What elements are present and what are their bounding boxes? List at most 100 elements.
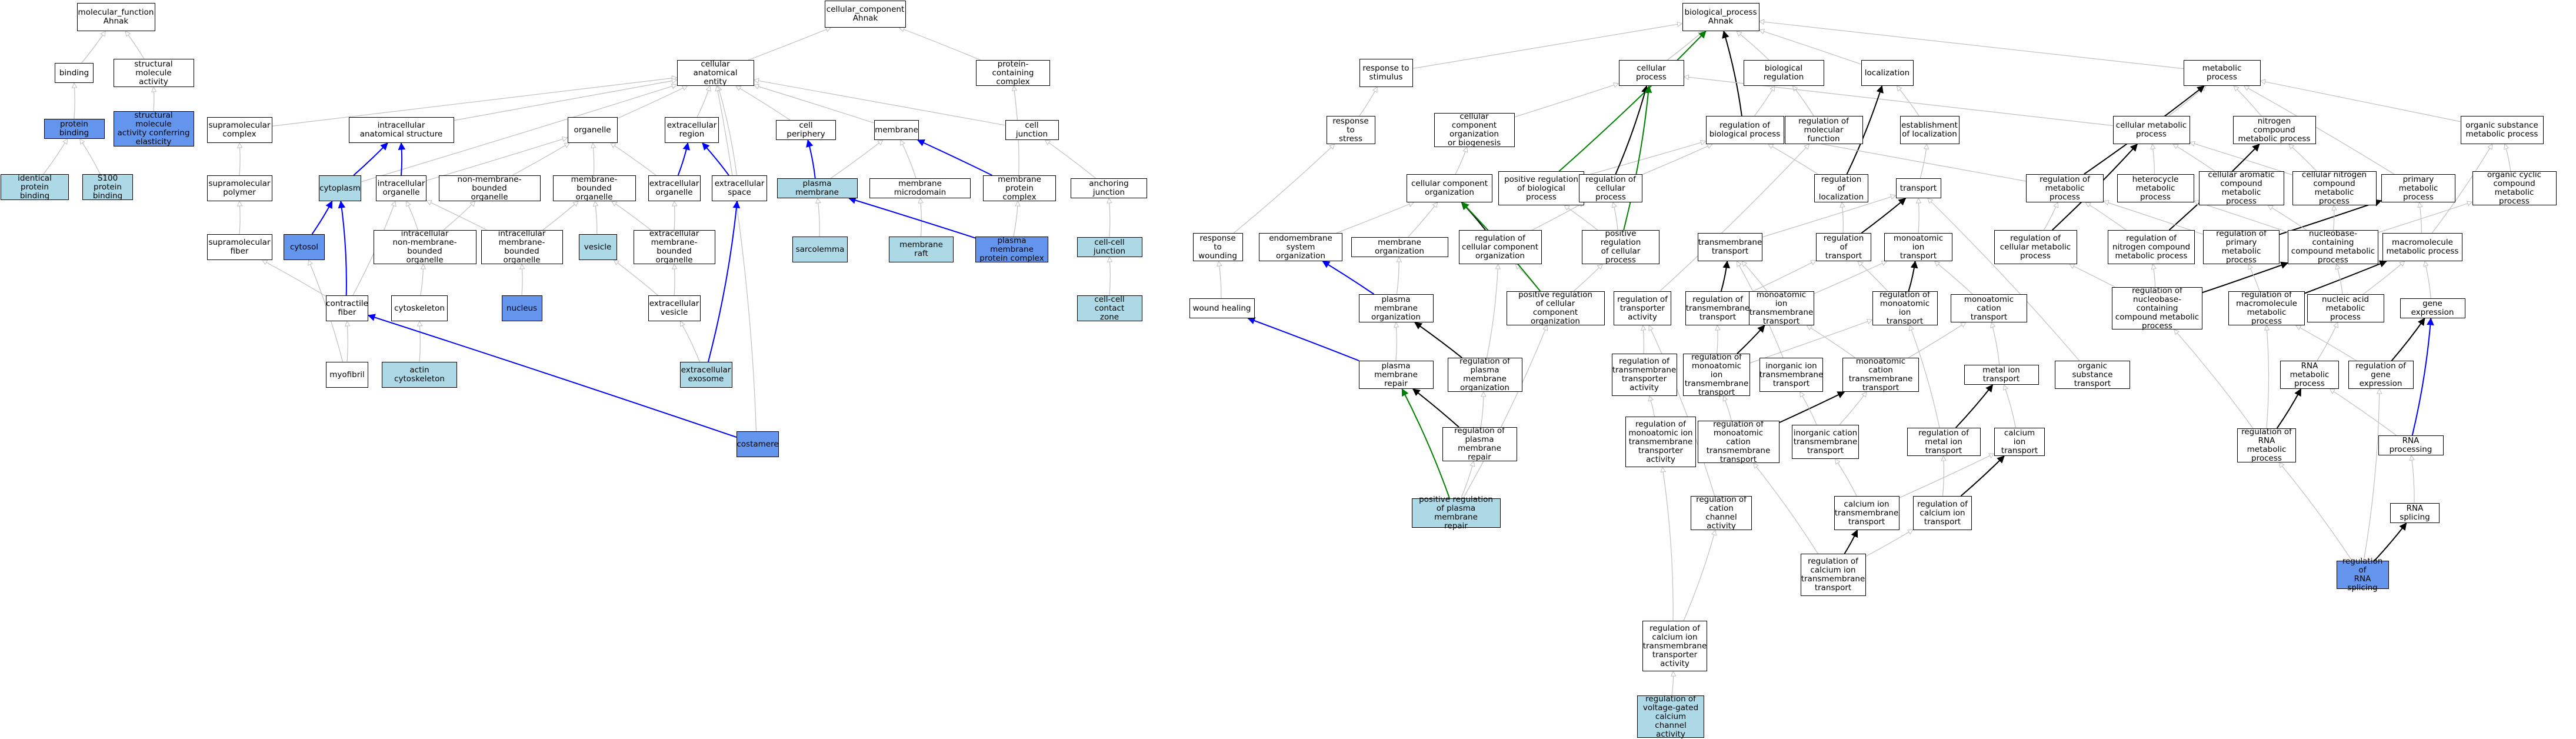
- go-term-regmonocationtm: regulation of monoatomic cation transmem…: [1697, 420, 1779, 464]
- go-term-posregpmrepair: positive regulation of plasma membrane r…: [1411, 495, 1501, 531]
- edge-is_a-costamere-to-cae: [715, 85, 757, 432]
- edge-is_a-localization-to-bp: [1758, 29, 1861, 65]
- go-term-sarcolemma: sarcolemma: [792, 237, 848, 262]
- go-term-extraregion: extracellular region: [665, 117, 719, 143]
- edge-regulates-regnbcmet-to-nbcmet: [2202, 261, 2289, 294]
- go-term-regrnasplicing: regulation of RNA splicing: [2336, 557, 2389, 592]
- edge-is_a-cae-to-cc: [748, 26, 832, 61]
- go-term-contractile: contractile fiber: [326, 295, 368, 321]
- go-term-regbio: regulation of biological process: [1705, 116, 1784, 144]
- edge-is_a-memorg-to-organelle: [590, 142, 596, 176]
- edge-part_of-pmorg-to-endomem: [1322, 261, 1375, 295]
- edge-is_a-macromet-to-primmet: [2417, 201, 2423, 234]
- edge-is_a-cellnit-to-cellmet: [2189, 141, 2292, 175]
- go-term-identprot: identical protein binding: [1, 174, 69, 200]
- go-term-intranonmem: intracellular non-membrane-bounded organ…: [373, 229, 476, 265]
- go-term-regcellproc: regulation of cellular process: [1579, 174, 1642, 202]
- edge-is_a-s100-to-protbind: [79, 138, 101, 175]
- edge-is_a-ccczone-to-ccjunction: [1107, 256, 1113, 296]
- go-term-regmolfunc: regulation of molecular function: [1784, 116, 1863, 144]
- go-term-intraorg: intracellular organelle: [376, 175, 426, 201]
- edge-is_a-regccorg-to-regcellproc: [1532, 202, 1585, 231]
- edge-is_a-intraorg-to-organelle: [426, 136, 568, 181]
- edge-is_a-bioreg-to-bp: [1736, 31, 1769, 61]
- edge-is_a-geneexpr-to-macromet: [2423, 260, 2431, 299]
- edge-is_a-regcalciumiontm-to-regmonocationtm: [1752, 462, 1818, 554]
- go-term-primmet: primary metabolic process: [2381, 174, 2455, 202]
- go-term-pmprotcomplex: plasma membrane protein complex: [975, 236, 1048, 262]
- edge-is_a-intramem-to-memorg: [542, 201, 579, 231]
- edge-part_of-extraspace-to-extraregion: [702, 142, 729, 176]
- edge-is_a-cellperiph-to-cae: [735, 85, 791, 121]
- go-term-extravesicle: extracellular vesicle: [648, 295, 701, 321]
- edge-is_a-intraanat-to-cae: [454, 78, 678, 121]
- edge-is_a-plasmamem-to-membrane: [830, 139, 884, 179]
- go-term-cellmet: cellular metabolic process: [2112, 116, 2190, 144]
- go-term-regtransporter: regulation of transporter activity: [1614, 291, 1671, 325]
- edge-part_of-cytosol-to-cytoplasm: [311, 201, 333, 235]
- edge-is_a-extravesicle-to-extramemorg: [671, 263, 678, 296]
- go-term-memorg: membrane-bounded organelle: [552, 175, 636, 201]
- go-term-structmol: structural molecule activity: [113, 59, 194, 87]
- edge-is_a-extraregion-to-cae: [697, 85, 711, 118]
- go-term-monocationtm: monoatomic cation transmembrane transpor…: [1842, 357, 1919, 392]
- go-term-pmrepair: plasma membrane repair: [1358, 361, 1434, 389]
- edge-is_a-orgsub-to-metproc: [2260, 79, 2461, 122]
- edge-regulates-regmacromet-to-macromet: [2304, 260, 2387, 294]
- edge-is_a-primmet-to-metproc: [2243, 85, 2395, 175]
- edge-is_a-regtransport-to-regloc: [1839, 201, 1845, 234]
- edge-is_a-nbcmet-to-orgcyclic: [2378, 201, 2473, 233]
- edge-is_a-metproc-to-bp: [1758, 19, 2184, 69]
- edge-is_a-endomem-to-ccorg: [1336, 201, 1415, 234]
- go-term-ncmet: nitrogen compound metabolic process: [2232, 116, 2316, 144]
- edge-is_a-intranonmem-to-nonmemorg: [443, 201, 476, 231]
- go-term-intraanat: intracellular anatomical structure: [348, 117, 454, 143]
- edge-is_a-posregcellproc-to-regcellproc: [1611, 201, 1618, 231]
- edge-is_a-identprot-to-protbind: [43, 138, 68, 175]
- go-term-calciumiontransport: calcium ion transport: [1994, 428, 2045, 456]
- edge-regulates-regloc-to-localization: [1846, 85, 1884, 175]
- edge-is_a-estloc-to-localization: [1896, 85, 1919, 116]
- edge-regulates-regrnamet-to-rnamet: [2276, 388, 2302, 429]
- edge-is_a-exosome-to-extravesicle: [679, 321, 701, 362]
- edge-is_a-regnbcmet-to-regcellmet: [2068, 264, 2115, 288]
- go-term-binding: binding: [55, 63, 94, 83]
- go-term-memraft: membrane raft: [889, 237, 954, 262]
- edge-is_a-posregpmrepair-to-regpmrepair: [1460, 460, 1475, 499]
- go-term-macromet: macromolecule metabolic process: [2382, 233, 2462, 261]
- go-term-actincyto: actin cytoskeleton: [382, 362, 457, 388]
- go-term-regcalciumiontransport: regulation of calcium ion transport: [1913, 496, 1972, 530]
- edge-is_a-regmonoiontransport-to-regtransport: [1857, 261, 1888, 292]
- edge-is_a-structmol-to-mf: [125, 31, 145, 59]
- go-term-mf: molecular_function Ahnak: [76, 3, 155, 31]
- edge-is_a-rnamet-to-nucleicmet: [2317, 321, 2338, 361]
- edge-is_a-regcalciumiontmtransporter-to-regmonoiontmtransporter: [1660, 466, 1674, 621]
- go-term-rnamet: RNA metabolic process: [2280, 361, 2339, 389]
- edge-is_a-memraft-to-memmicro: [918, 197, 924, 237]
- go-term-protbind: protein binding: [44, 119, 105, 139]
- edge-is_a-regmonoiontmtransporter-to-regtmtransporter: [1648, 395, 1655, 417]
- go-term-regrnamet: regulation of RNA metabolic process: [2237, 428, 2296, 463]
- go-term-regtransport: regulation of transport: [1816, 233, 1871, 261]
- edge-is_a-anchjunc-to-celljunction: [1044, 139, 1096, 179]
- edge-is_a-regrnamet-to-regmacromet: [2264, 324, 2270, 429]
- edge-is_a-monocationtm-to-monocationtransport: [1908, 322, 1967, 358]
- go-term-memprotcomplex: membrane protein complex: [983, 175, 1056, 201]
- go-term-resp_stim: response to stimulus: [1359, 59, 1413, 87]
- edge-is_a-extramemorg-to-memorg: [611, 201, 651, 231]
- edge-is_a-regmacromet-to-regprimmet: [2248, 263, 2260, 292]
- edge-is_a-ncmet-to-metproc: [2233, 85, 2262, 116]
- edge-is_a-regprimmet-to-regmet: [2102, 200, 2204, 235]
- go-term-exosome: extracellular exosome: [679, 362, 732, 388]
- edge-is_a-regrnamet-to-regnbcmet: [2174, 329, 2254, 429]
- go-term-ccjunction: cell-cell junction: [1077, 237, 1142, 257]
- edge-regulates-regbio-to-bp: [1722, 30, 1742, 116]
- edge-regulates-regmetaliontransport-to-metaliontransport: [1955, 384, 1994, 428]
- edge-regulates-regpmrepair-to-pmrepair: [1412, 388, 1459, 428]
- go-term-monoiontm: monoatomic ion transmembrane transport: [1748, 290, 1814, 326]
- go-term-ccorg: cellular component organization: [1407, 174, 1492, 202]
- go-term-regcationchannel: regulation of cation channel activity: [1691, 495, 1752, 531]
- edge-part_of-exosome-to-extraspace: [707, 200, 741, 362]
- edge-is_a-organelle-to-cae: [617, 85, 688, 119]
